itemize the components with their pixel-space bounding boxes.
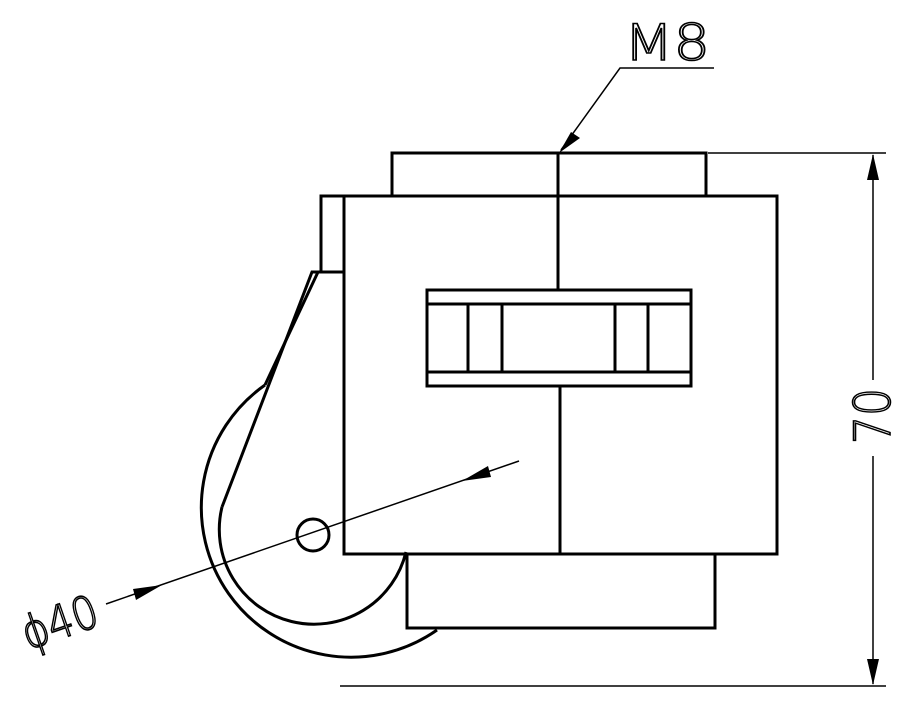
diameter-arrow-right bbox=[462, 466, 491, 481]
fork-back-edge bbox=[263, 271, 320, 386]
window-frame bbox=[425, 288, 693, 388]
bearing-window bbox=[425, 288, 693, 388]
height-label: 70 bbox=[844, 388, 902, 444]
axle-circle bbox=[295, 517, 331, 553]
height-arrow-bottom bbox=[867, 659, 879, 685]
diameter-arrow-left bbox=[133, 585, 162, 600]
height-arrow-top bbox=[867, 154, 879, 180]
diameter-dim-line bbox=[105, 460, 520, 605]
thread-leader-line bbox=[560, 67, 714, 151]
fork-top-plate bbox=[319, 194, 346, 274]
thread-leader-arrow bbox=[559, 132, 580, 153]
bottom-pad bbox=[405, 552, 717, 630]
height-dimension: 70 bbox=[340, 152, 903, 687]
thread-label: M8 bbox=[624, 14, 710, 72]
housing bbox=[342, 151, 779, 630]
top-mount-block bbox=[390, 151, 708, 198]
diameter-dimension: ϕ40 bbox=[13, 460, 520, 661]
fork-outline bbox=[220, 270, 344, 508]
fork bbox=[220, 194, 346, 508]
diameter-label: ϕ40 bbox=[14, 584, 105, 660]
wheel-outer-rim bbox=[199, 383, 438, 659]
wheel-hub-arc bbox=[217, 506, 408, 626]
wheel bbox=[199, 383, 438, 659]
thread-callout: M8 bbox=[559, 13, 714, 153]
